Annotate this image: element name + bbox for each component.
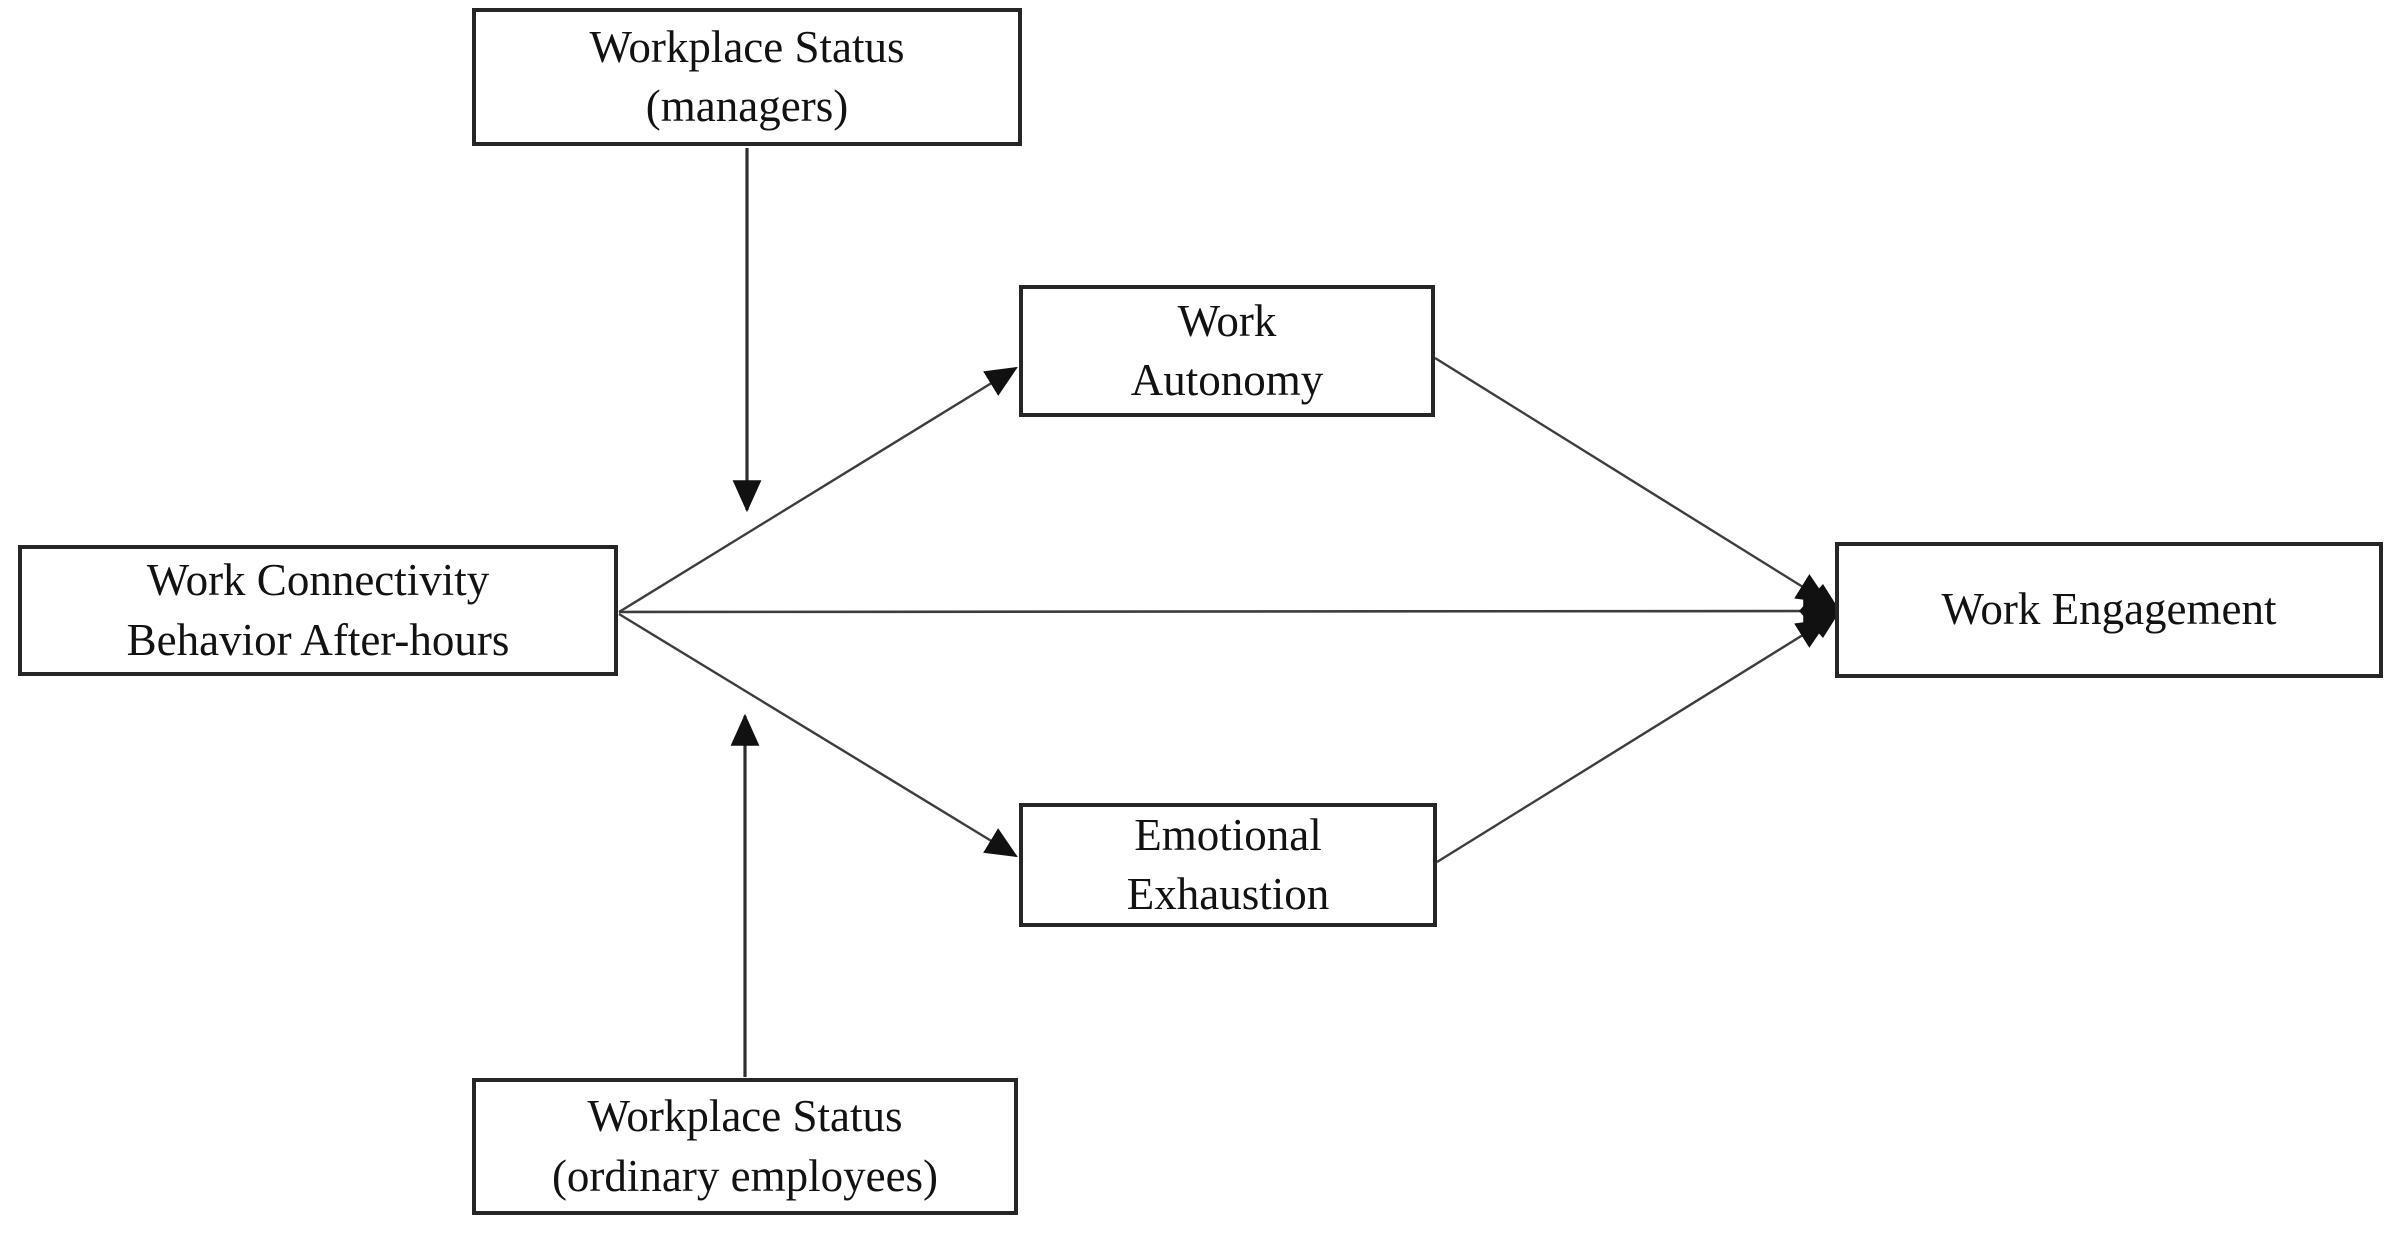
node-workplace-status-ordinary-employees: Workplace Status (ordinary employees) xyxy=(472,1078,1018,1215)
node-label-work-connectivity-behavior: Work Connectivity Behavior After-hours xyxy=(126,555,510,665)
edge-wcba-to-autonomy xyxy=(618,366,1018,614)
node-label-workplace-status-ordinary-employees: Workplace Status (ordinary employees) xyxy=(551,1091,939,1201)
node-label-work-engagement: Work Engagement xyxy=(1941,584,2277,635)
edge-exhaustion-to-engagement xyxy=(1436,618,1829,864)
edge-wcba-to-exhaustion xyxy=(618,612,1018,858)
node-workplace-status-managers: Workplace Status (managers) xyxy=(472,8,1022,146)
edge-autonomy-to-engagement xyxy=(1434,356,1829,604)
node-label-workplace-status-managers: Workplace Status (managers) xyxy=(589,21,905,131)
node-emotional-exhaustion: Emotional Exhaustion xyxy=(1019,803,1437,927)
node-label-work-autonomy: Work Autonomy xyxy=(1130,295,1324,405)
node-work-engagement: Work Engagement xyxy=(1835,542,2383,678)
node-work-autonomy: Work Autonomy xyxy=(1019,285,1435,417)
arrowhead-cluster-diamond xyxy=(1799,584,1840,638)
node-label-emotional-exhaustion: Emotional Exhaustion xyxy=(1126,809,1330,919)
node-work-connectivity-behavior: Work Connectivity Behavior After-hours xyxy=(18,545,618,676)
edge-wcba-to-engagement xyxy=(618,596,1836,626)
